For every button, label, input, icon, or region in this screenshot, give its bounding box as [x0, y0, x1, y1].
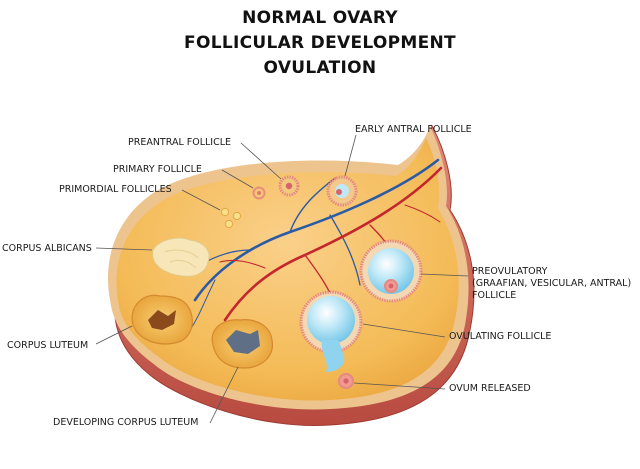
preantral-follicle: [278, 175, 300, 197]
leader-lines: [95, 134, 469, 424]
developing-corpus-luteum: [211, 319, 273, 369]
corpus-luteum: [131, 294, 193, 345]
title-line-1: NORMAL OVARY: [242, 8, 398, 28]
label-corpus-albicans: CORPUS ALBICANS: [2, 243, 92, 254]
label-corpus-luteum: CORPUS LUTEUM: [7, 340, 89, 351]
title-line-3: OVULATION: [263, 58, 377, 78]
label-early-antral-follicle: EARLY ANTRAL FOLLICLE: [355, 124, 472, 135]
label-preovulatory-line-2: (GRAAFIAN, VESICULAR, ANTRAL): [472, 278, 632, 289]
ovulating-follicle: [299, 290, 363, 372]
primordial-follicles: [220, 207, 242, 229]
label-ovum-released: OVUM RELEASED: [449, 383, 531, 394]
label-primordial-follicles: PRIMORDIAL FOLLICLES: [59, 184, 172, 195]
preovulatory-follicle: [359, 239, 423, 303]
ovary-inner: [116, 138, 459, 401]
title-line-2: FOLLICULAR DEVELOPMENT: [184, 33, 456, 53]
primary-follicle: [252, 186, 266, 200]
early-antral-follicle: [326, 175, 358, 207]
corpus-albicans: [152, 237, 210, 277]
label-preovulatory-line-3: FOLLICLE: [472, 290, 517, 301]
label-preovulatory-line-1: PREOVULATORY: [472, 266, 548, 277]
label-developing-corpus-luteum: DEVELOPING CORPUS LUTEUM: [53, 417, 199, 428]
label-ovulating-follicle: OVULATING FOLLICLE: [449, 331, 552, 342]
ovum-released: [338, 373, 354, 389]
label-preantral-follicle: PREANTRAL FOLLICLE: [128, 137, 232, 148]
label-primary-follicle: PRIMARY FOLLICLE: [113, 164, 202, 175]
